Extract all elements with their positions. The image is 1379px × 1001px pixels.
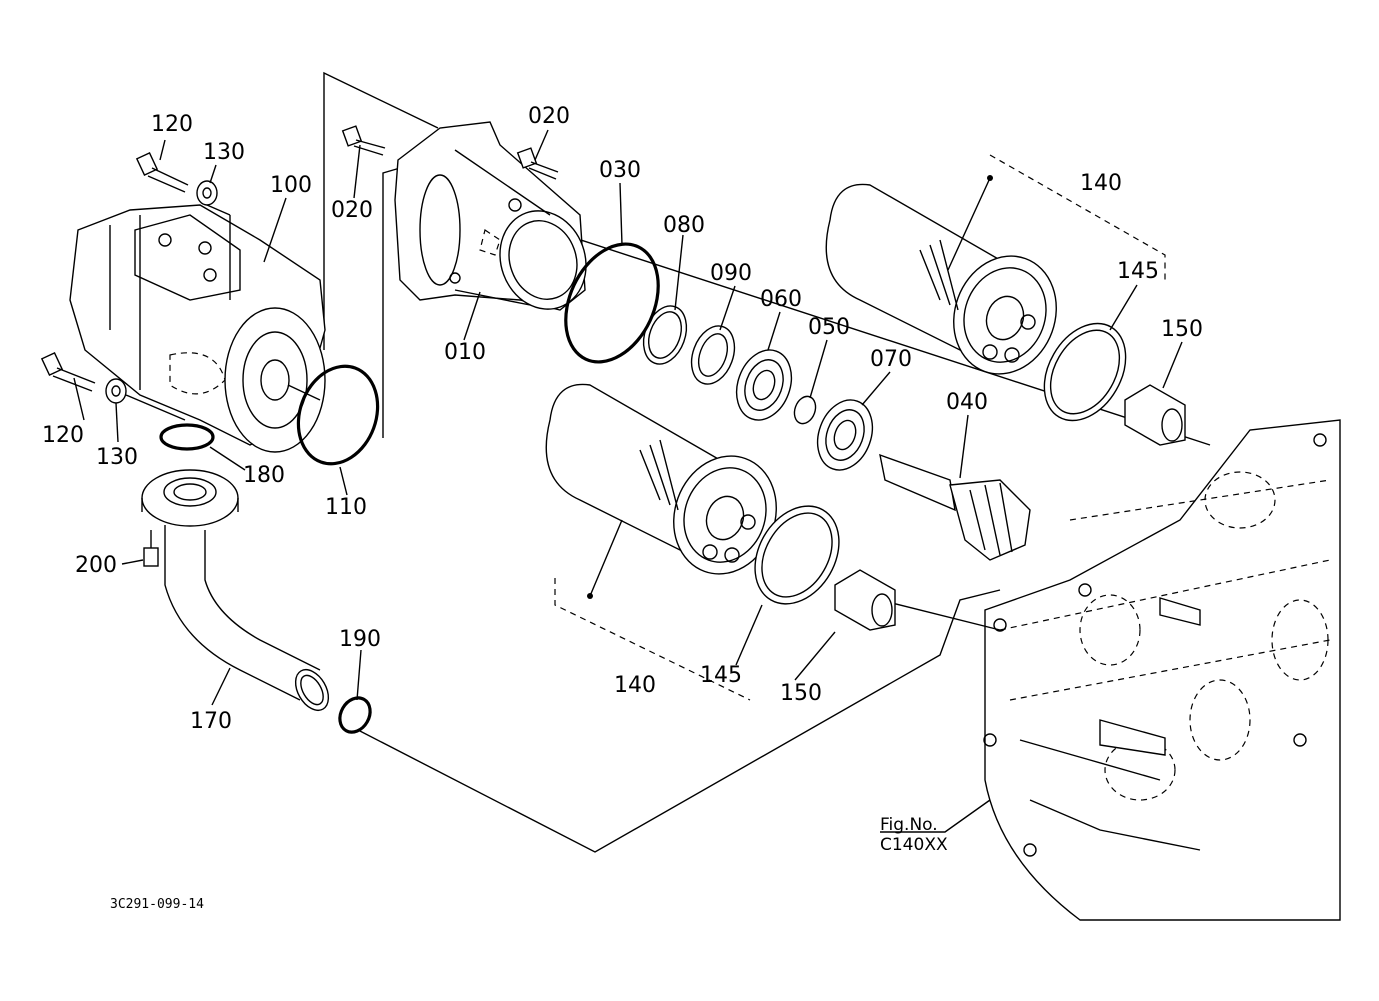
fitting-150-upper — [1124, 384, 1186, 446]
part-label-120-upper: 120 — [151, 112, 193, 137]
o-ring-190 — [338, 696, 372, 734]
filter-cartridge-140-upper — [825, 183, 1057, 375]
bolt-120-lower — [40, 351, 96, 392]
part-label-010: 010 — [444, 340, 486, 365]
bracket-140-lower — [554, 519, 751, 701]
transmission-housing — [983, 419, 1341, 921]
part-label-140-upper: 140 — [1080, 171, 1122, 196]
part-label-080: 080 — [663, 213, 705, 238]
bolt-020-left — [341, 125, 386, 156]
bolt-200 — [143, 530, 159, 567]
snap-ring-050 — [793, 395, 817, 425]
part-label-140-lower: 140 — [614, 673, 656, 698]
part-label-020-left: 020 — [331, 198, 373, 223]
filter-housing-010 — [394, 121, 587, 311]
part-label-145-upper: 145 — [1117, 259, 1159, 284]
part-label-090: 090 — [710, 261, 752, 286]
fitting-150-lower — [834, 569, 896, 631]
part-label-060: 060 — [760, 287, 802, 312]
fig-reference-line2: C140XX — [880, 835, 948, 856]
part-label-145-lower: 145 — [700, 663, 742, 688]
part-label-050: 050 — [808, 315, 850, 340]
pipe-170 — [141, 469, 330, 711]
part-label-120-lower: 120 — [42, 423, 84, 448]
bolt-120-upper — [135, 151, 189, 193]
bearing-060 — [735, 349, 793, 421]
fig-reference: Fig.No. C140XX — [880, 815, 948, 856]
part-label-170: 170 — [190, 709, 232, 734]
snap-ring-080 — [642, 305, 688, 365]
part-label-150-lower: 150 — [780, 681, 822, 706]
part-label-020-right: 020 — [528, 104, 570, 129]
fig-reference-line1: Fig.No. — [880, 815, 938, 835]
bolt-020-right — [516, 147, 559, 180]
bearing-070 — [816, 399, 874, 471]
bevel-gear-shaft-040 — [879, 453, 1031, 561]
part-label-030: 030 — [599, 158, 641, 183]
part-label-070: 070 — [870, 347, 912, 372]
hydraulic-pump-100 — [69, 204, 326, 453]
o-ring-110 — [296, 364, 380, 466]
part-label-150-upper: 150 — [1161, 317, 1203, 342]
part-label-130-lower: 130 — [96, 445, 138, 470]
washer-130-upper — [196, 180, 231, 300]
bracket-140-upper — [947, 154, 1166, 280]
part-label-180: 180 — [243, 463, 285, 488]
o-ring-180 — [159, 423, 215, 451]
filter-cartridge-140-lower — [545, 383, 777, 575]
shim-090 — [690, 325, 736, 385]
part-label-110: 110 — [325, 495, 367, 520]
part-label-130-upper: 130 — [203, 140, 245, 165]
drawing-reference-code: 3C291-099-14 — [110, 897, 204, 912]
part-label-200: 200 — [75, 553, 117, 578]
washer-130-lower — [105, 378, 186, 421]
part-label-040: 040 — [946, 390, 988, 415]
leader-lines — [73, 129, 1183, 833]
part-label-190: 190 — [339, 627, 381, 652]
part-label-100: 100 — [270, 173, 312, 198]
